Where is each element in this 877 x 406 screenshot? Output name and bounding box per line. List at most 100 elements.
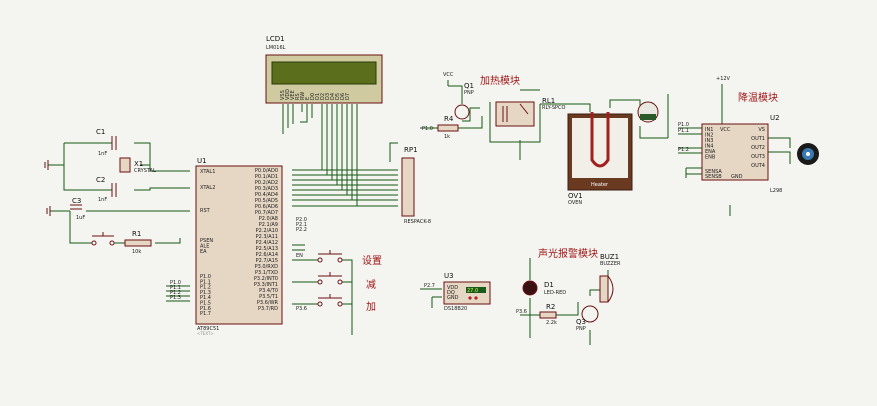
lcd-pin-6: D0 (310, 93, 316, 100)
u2-ena-net: P1.2 (678, 147, 689, 153)
u1-left-c-pin-1: ALE (200, 244, 209, 250)
u2-right-pin-0: VS (758, 127, 765, 133)
u1-left-a-pin-1: XTAL2 (200, 185, 215, 191)
rl1-ref: RL1 (542, 97, 555, 105)
u2-ref: U2 (770, 114, 780, 122)
r2-ref: R2 (546, 303, 555, 311)
ov1-model: OVEN (568, 200, 582, 206)
u2-left-a-pin-1: IN2 (705, 133, 713, 139)
u2-left-a-pin-5: ENB (705, 155, 716, 161)
led-d1 (522, 280, 538, 296)
reset-button[interactable] (91, 232, 115, 246)
u1-net-labels: P2.0 P2.1 P2.2 EN P3.6 P1.0 P1.1 P1.2 P1… (170, 217, 307, 312)
heating-title: 加热模块 (480, 74, 520, 87)
u1-right-pin-7: P0.7/AD7 (255, 210, 278, 216)
u2-left-a-pin-2: IN3 (705, 138, 713, 144)
plus-button[interactable] (317, 294, 343, 307)
u1-right-pin-6: P0.6/AD6 (255, 204, 278, 210)
resistor-pack-rp1: RP1 RESPACK-8 (401, 146, 431, 225)
lcd-pin-13: D7 (345, 93, 351, 100)
u3-display: 27.0 (467, 288, 478, 294)
u2-left-a-pin-0: IN1 (705, 127, 713, 133)
lcd-pin-10: D4 (330, 93, 336, 100)
d1-model: LED-RED (544, 290, 566, 296)
u3-pin-1: DQ (447, 290, 455, 296)
resistor-r4 (437, 124, 459, 132)
u1-right-pin-19: P3.3/INT1 (254, 282, 278, 288)
u1-left-d-pin-4: P1.4 (200, 295, 211, 301)
lcd-pin-7: D1 (315, 93, 321, 100)
u1-left-d-pin-6: P1.6 (200, 306, 211, 312)
r4-ref: R4 (444, 115, 454, 123)
minus-button[interactable] (317, 272, 343, 285)
rp1-ref: RP1 (404, 146, 418, 154)
c2-val: 1nF (98, 197, 107, 203)
lcd-pin-11: D5 (335, 93, 341, 100)
u2-left-b-pin-0: SENSA (705, 169, 722, 175)
clock-reset-circuit: C1 1nF C2 1nF X1 CRYSTAL C3 1uF R1 10k (44, 128, 156, 255)
u2-left-a-pin-4: ENA (705, 149, 716, 155)
resistor-r1 (124, 239, 152, 247)
set-label: 设置 (362, 255, 382, 267)
u1-right-pin-11: P2.3/A11 (256, 234, 278, 240)
rp1-model: RESPACK-8 (404, 219, 431, 225)
r4-val: 1k (444, 134, 450, 140)
lcd-pin-4: RW (300, 92, 306, 100)
u1-left-d-pin-1: P1.1 (200, 279, 211, 285)
set-button[interactable] (317, 250, 343, 263)
u2-left-b-pin-1: SENSB (705, 174, 722, 180)
r4-net: P1.0 (422, 126, 433, 132)
wires (48, 80, 791, 345)
buz1-model: BUZZER (600, 261, 621, 267)
buzzer-icon (599, 275, 609, 303)
u1-right-pin-4: P0.4/AD4 (255, 192, 278, 198)
relay-rl1 (495, 101, 535, 127)
mcu-at89c51: XTAL1XTAL2RSTPSENALEEAP1.0P1.1P1.2P1.3P1… (195, 157, 283, 336)
u1-ref: U1 (197, 157, 207, 165)
net-p22: P2.2 (296, 227, 307, 233)
vcc12-label: +12V (716, 76, 731, 82)
lcd-pin-3: RS (295, 93, 301, 100)
u1-right-pin-10: P2.2/A10 (256, 228, 278, 234)
u1-left-d-pin-3: P1.3 (200, 290, 211, 296)
u2-model: L298 (770, 188, 782, 194)
ground-icon (46, 206, 51, 216)
u1-right-pin-5: P0.5/AD5 (255, 198, 278, 204)
u1-left-d-pin-5: P1.5 (200, 301, 211, 307)
buz1-ref: BUZ1 (600, 253, 619, 261)
c3-val: 1uF (76, 215, 85, 221)
u1-left-b-pin-0: RST (200, 208, 211, 214)
d1-ref: D1 (544, 281, 554, 289)
u2-right-pin-2: OUT2 (751, 145, 765, 151)
lcd-pin-5: E (305, 97, 311, 100)
u1-left-a-pin-0: XTAL1 (200, 169, 215, 175)
crystal-x1 (119, 157, 131, 173)
lcd-pin-2: VEE (290, 90, 296, 100)
alarm-title: 声光报警模块 (538, 247, 598, 260)
u2-right-pin-4: OUT4 (751, 163, 765, 169)
net-p21: P2.1 (296, 222, 307, 228)
x1-model: CRYSTAL (134, 168, 156, 174)
plus-label: 加 (366, 301, 376, 313)
u1-right-pin-14: P2.6/A14 (256, 252, 278, 258)
u1-left-d-pin-7: P1.7 (200, 311, 211, 317)
u1-text: <TEXT> (197, 331, 214, 336)
u1-left-d-pin-0: P1.0 (200, 274, 211, 280)
net-p1a: P1.0 (170, 280, 181, 286)
lcd-pin-0: VSS (280, 90, 286, 100)
net-p36: P3.6 (296, 306, 307, 312)
u1-right-pin-3: P0.3/AD3 (255, 186, 278, 192)
r1-ref: R1 (132, 230, 141, 238)
heater-label: Heater (591, 182, 609, 188)
minus-label: 减 (366, 279, 376, 291)
u1-model: AT89C51 (197, 326, 219, 332)
u2-right-pin-3: OUT3 (751, 154, 765, 160)
u1-right-pin-13: P2.5/A13 (256, 246, 278, 252)
u3-model: DS18B20 (444, 306, 467, 312)
u1-right-pin-2: P0.2/AD2 (255, 180, 278, 186)
c2-ref: C2 (96, 176, 105, 184)
